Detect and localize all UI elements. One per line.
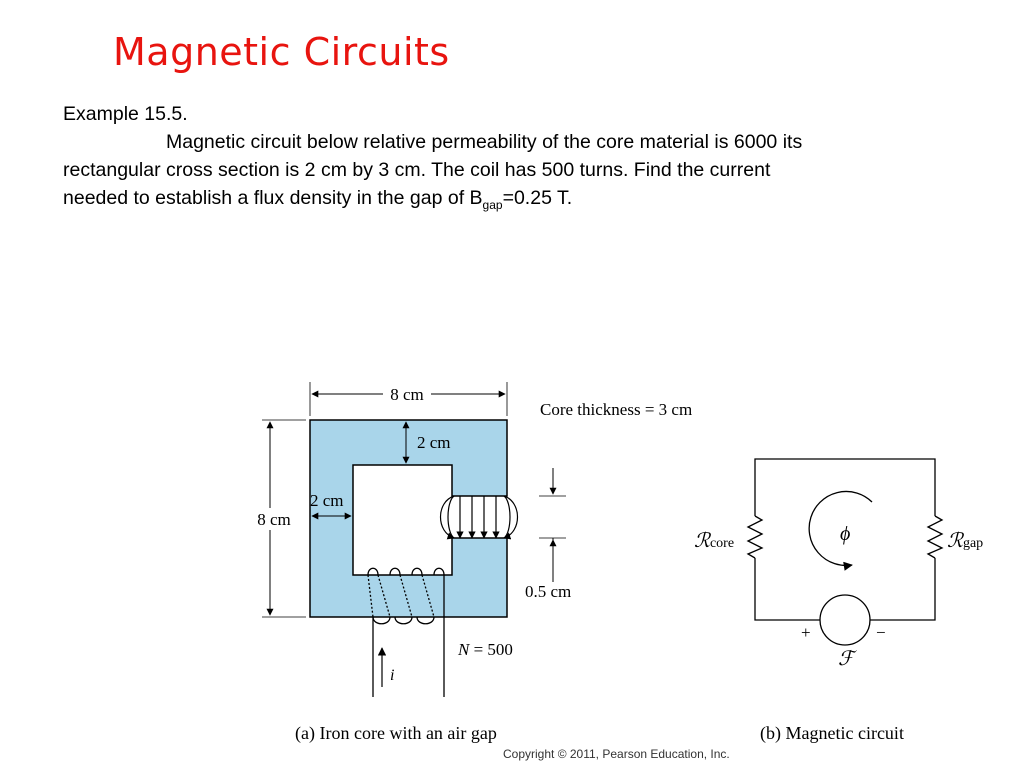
example-label: Example 15.5. bbox=[63, 103, 188, 125]
coil bbox=[367, 567, 445, 697]
left-thickness-label: 2 cm bbox=[310, 491, 344, 510]
magnetic-circuit-labels: ℛcore ℛgap ϕ + − ℱ (b) Magnetic circuit bbox=[694, 523, 983, 744]
r-core-resistor bbox=[746, 515, 764, 559]
copyright: Copyright © 2011, Pearson Education, Inc… bbox=[503, 747, 730, 761]
caption-b: (b) Magnetic circuit bbox=[760, 723, 904, 744]
gap-label: 0.5 cm bbox=[525, 582, 571, 601]
core-thickness-label: Core thickness = 3 cm bbox=[540, 400, 692, 419]
slide-title: Magnetic Circuits bbox=[113, 30, 450, 74]
problem-statement: Example 15.5. Magnetic circuit below rel… bbox=[63, 100, 963, 219]
r-gap-label: ℛgap bbox=[947, 530, 983, 552]
turns-label: N = 500 bbox=[457, 640, 513, 659]
plus-sign: + bbox=[801, 623, 811, 642]
flux-label: ϕ bbox=[840, 523, 850, 545]
caption-a: (a) Iron core with an air gap bbox=[295, 723, 497, 744]
flux-arrow bbox=[808, 490, 873, 571]
figure-svg: i N = 500 8 cm 8 cm 2 cm 2 cm Core thick… bbox=[250, 382, 983, 744]
mmf-source bbox=[819, 594, 871, 646]
problem-line-3: needed to establish a flux density in th… bbox=[63, 187, 573, 212]
iron-core-diagram: i N = 500 8 cm 8 cm 2 cm 2 cm Core thick… bbox=[250, 382, 692, 744]
problem-line-2: rectangular cross section is 2 cm by 3 c… bbox=[63, 159, 771, 181]
current-label: i bbox=[390, 667, 394, 684]
top-thickness-label: 2 cm bbox=[417, 433, 451, 452]
minus-sign: − bbox=[876, 623, 886, 642]
mmf-label: ℱ bbox=[838, 648, 857, 670]
iron-core bbox=[309, 419, 508, 618]
r-gap-resistor bbox=[926, 515, 944, 559]
height-label: 8 cm bbox=[257, 510, 291, 529]
figure: i N = 500 8 cm 8 cm 2 cm 2 cm Core thick… bbox=[240, 372, 1000, 762]
problem-line-1: Magnetic circuit below relative permeabi… bbox=[166, 131, 803, 153]
gap-flux-lines bbox=[440, 495, 518, 540]
r-core-label: ℛcore bbox=[694, 530, 734, 552]
width-label: 8 cm bbox=[390, 385, 424, 404]
magnetic-circuit-diagram bbox=[746, 458, 944, 646]
